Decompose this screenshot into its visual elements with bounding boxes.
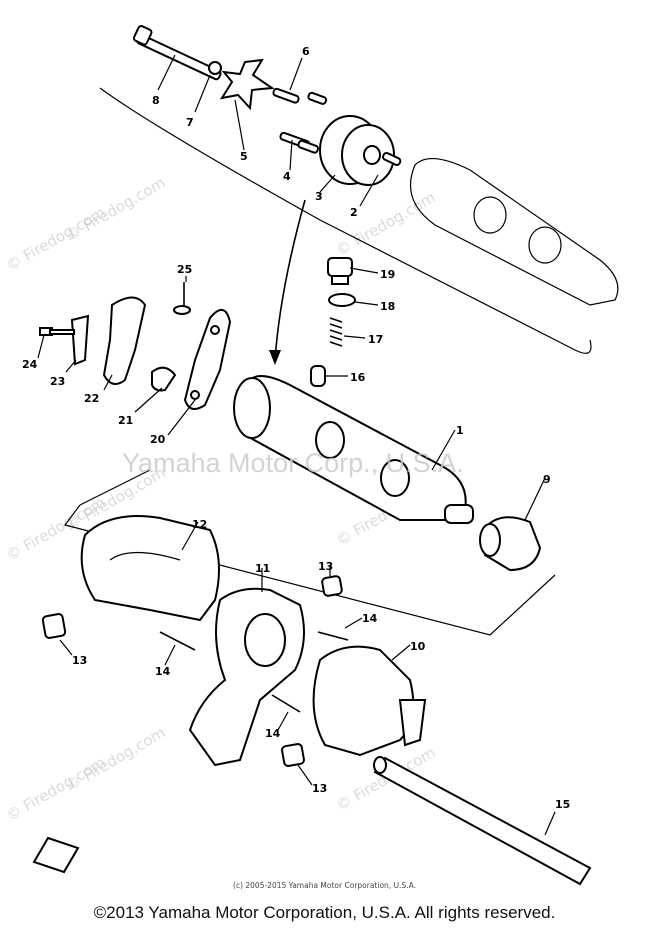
ref-number: 14 [362, 612, 378, 625]
ref-number: 8 [152, 94, 160, 107]
part-small-screw[interactable] [39, 327, 75, 336]
ref-number: 4 [283, 170, 291, 183]
part-gasket[interactable] [328, 293, 356, 307]
ref-number: 3 [315, 190, 323, 203]
ref-number: 24 [22, 358, 38, 371]
part-pin[interactable] [272, 87, 300, 104]
ref-number: 17 [368, 333, 383, 346]
ref-number: 2 [350, 206, 358, 219]
ref-number: 20 [150, 433, 166, 446]
ref-number: 12 [192, 518, 207, 531]
leader-lines [37, 54, 556, 836]
ref-number: 16 [350, 371, 366, 384]
copyright-footer: ©2013 Yamaha Motor Corporation, U.S.A. A… [93, 903, 556, 922]
ref-number: 23 [50, 375, 65, 388]
part-pin[interactable] [307, 91, 328, 105]
frame-line-lower [63, 504, 556, 636]
part-cotter-pin[interactable] [159, 631, 196, 651]
part-cam-segment[interactable] [319, 115, 395, 186]
part-washer[interactable] [208, 61, 222, 75]
part-guide-bar[interactable] [373, 756, 592, 886]
ref-number: 5 [240, 150, 248, 163]
ref-number: 14 [155, 665, 171, 678]
frame-line-lower-top [79, 469, 151, 506]
phantom-drum [409, 158, 619, 306]
part-cotter-pin[interactable] [271, 694, 301, 713]
ref-number: 10 [410, 640, 426, 653]
part-guide-pin[interactable] [41, 613, 67, 639]
ref-number: 13 [72, 654, 87, 667]
part-shift-fork-rear[interactable] [80, 515, 220, 622]
part-plug-bolt[interactable] [327, 257, 353, 285]
part-dowel[interactable] [382, 151, 402, 166]
part-bracket[interactable] [70, 314, 90, 366]
part-star-plate[interactable] [219, 58, 275, 111]
part-guide-pin[interactable] [321, 575, 343, 597]
ref-number: 14 [265, 727, 281, 740]
front-direction-icon [32, 836, 80, 874]
part-spring[interactable] [329, 317, 343, 347]
part-shift-drum[interactable] [233, 375, 474, 524]
part-shift-fork-center[interactable] [188, 587, 305, 767]
ref-number: 15 [555, 798, 570, 811]
arrow-head [269, 350, 281, 365]
ref-number: 9 [543, 473, 551, 486]
part-pin-clip[interactable] [173, 282, 191, 315]
watermark-owner: Yamaha Motor Corp., U.S.A. [122, 448, 464, 478]
ref-number: 13 [318, 560, 333, 573]
arrow-line [274, 199, 306, 361]
frame-line-upper [99, 87, 592, 354]
ref-number: 7 [186, 116, 194, 129]
part-pin[interactable] [297, 139, 319, 154]
part-shift-fork-front[interactable] [312, 645, 427, 757]
part-plunger[interactable] [310, 365, 326, 387]
ref-number: 1 [456, 424, 464, 437]
ref-number: 6 [302, 45, 310, 58]
ref-number: 11 [255, 562, 270, 575]
ref-number: 18 [380, 300, 395, 313]
part-stopper-lever[interactable] [151, 366, 177, 392]
ref-number: 19 [380, 268, 395, 281]
copyright-small: (c) 2005-2015 Yamaha Motor Corporation, … [233, 881, 416, 890]
ref-number: 21 [118, 414, 133, 427]
ref-number: 22 [84, 392, 99, 405]
ref-number: 25 [177, 263, 192, 276]
part-drum-cap[interactable] [479, 516, 542, 572]
part-cotter-pin[interactable] [317, 631, 349, 641]
part-segment-plate[interactable] [102, 296, 147, 385]
part-bolt[interactable] [132, 25, 222, 81]
part-guide-pin[interactable] [281, 743, 305, 767]
part-lever-plate[interactable] [183, 309, 232, 410]
ref-number: 13 [312, 782, 327, 795]
